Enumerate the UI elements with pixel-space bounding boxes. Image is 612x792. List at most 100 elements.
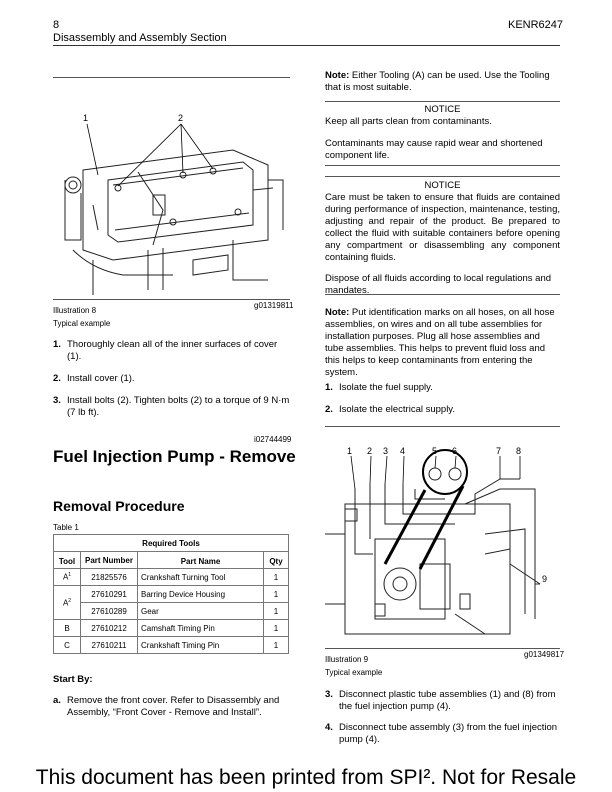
tool-cell: A2 (53, 585, 81, 620)
sub-heading: Removal Procedure (53, 498, 185, 514)
reference-id: i02744499 (254, 435, 292, 444)
qty-cell: 1 (263, 636, 289, 654)
table-row: B 27610212 Camshaft Timing Pin 1 (53, 619, 289, 637)
note-text: Put identification marks on all hoses, o… (325, 307, 555, 378)
note-identification: Note: Put identification marks on all ho… (325, 307, 560, 379)
illustration-8-engine-cover: 1 2 (53, 110, 290, 295)
notice-2: NOTICE Care must be taken to ensure that… (325, 180, 560, 297)
step-text: Thoroughly clean all of the inner surfac… (67, 339, 278, 362)
illustration-9-bottom-rule (325, 648, 560, 649)
notice-1-top-rule (325, 101, 560, 102)
step-1: 1. Isolate the fuel supply. (325, 382, 560, 394)
illustration-9-title: Illustration 9 (325, 655, 369, 664)
qty-cell: 1 (263, 568, 289, 586)
step-4: 4. Disconnect tube assembly (3) from the… (325, 722, 560, 746)
part-name-cell: Crankshaft Timing Pin (137, 636, 264, 654)
step-text: Install cover (1). (67, 373, 135, 384)
part-number-cell: 27610211 (80, 636, 138, 654)
illustration-8-title: Illustration 8 (53, 306, 97, 315)
step-number: 3. (53, 395, 61, 406)
document-id: KENR6247 (508, 19, 564, 31)
notice-text: Care must be taken to ensure that fluids… (325, 192, 560, 263)
illus8-callout-2: 2 (178, 113, 183, 123)
illus9-callout-9: 9 (542, 574, 547, 584)
part-number-cell: 27610212 (80, 619, 138, 637)
step-text: Install bolts (2). Tighten bolts (2) to … (67, 395, 290, 418)
step-text: Isolate the electrical supply. (339, 404, 455, 415)
start-by-label: Start By: (53, 674, 93, 685)
right-steps: 1. Isolate the fuel supply. 2. Isolate t… (325, 382, 560, 416)
illus9-callout-4: 4 (400, 446, 405, 456)
footer-watermark: This document has been printed from SPI²… (35, 766, 577, 789)
required-tools-table: Required Tools Tool Part Number Part Nam… (53, 534, 289, 654)
illustration-bottom-rule (53, 299, 290, 300)
left-steps: 1. Thoroughly clean all of the inner sur… (53, 339, 290, 419)
part-name-cell: Camshaft Timing Pin (137, 619, 264, 637)
step-number: 1. (53, 339, 61, 350)
part-number-cell: 27610289 (80, 602, 138, 620)
header-rule (53, 45, 560, 46)
illustration-top-rule (53, 77, 290, 78)
table-row: A1 21825576 Crankshaft Turning Tool 1 (53, 568, 289, 586)
table-row: 27610289 Gear 1 (54, 602, 289, 620)
tool-cell: A1 (53, 568, 81, 586)
step-2: 2. Isolate the electrical supply. (325, 404, 560, 416)
table-header-qty: Qty (263, 551, 289, 569)
part-name-cell: Barring Device Housing (137, 585, 264, 603)
step-number: 1. (325, 382, 333, 393)
illus9-callout-3: 3 (383, 446, 388, 456)
step-number: 2. (53, 373, 61, 384)
illustration-9-id: g01349817 (524, 650, 565, 659)
illus8-callout-1: 1 (83, 113, 88, 123)
step-2: 2. Install cover (1). (53, 373, 290, 385)
notice-title: NOTICE (424, 104, 461, 115)
table-header-part-name: Part Name (137, 551, 264, 569)
notice-1-bottom-rule (325, 165, 560, 166)
illus9-callout-2: 2 (367, 446, 372, 456)
illustration-8-caption: Typical example (53, 319, 111, 328)
notice-title: NOTICE (424, 180, 461, 191)
illus9-callout-1: 1 (347, 446, 352, 456)
qty-cell: 1 (263, 585, 289, 603)
tool-cell: B (53, 619, 81, 637)
table-label: Table 1 (53, 523, 79, 532)
illus9-callout-7: 7 (496, 446, 501, 456)
section-heading: Fuel Injection Pump - Remove (53, 447, 296, 466)
illustration-9-fuel-pump: 1 2 3 4 5 6 7 8 9 (325, 444, 560, 644)
table-header-part-number: Part Number (80, 551, 138, 569)
start-step-a: a. Remove the front cover. Refer to Disa… (53, 695, 290, 719)
illustration-9-caption: Typical example (325, 668, 383, 677)
illustration-9-top-rule (325, 426, 560, 427)
step-3: 3. Install bolts (2). Tighten bolts (2) … (53, 395, 290, 419)
tool-cell: C (53, 636, 81, 654)
illustration-8-id: g01319811 (254, 301, 294, 310)
part-number-cell: 21825576 (80, 568, 138, 586)
note-text: Either Tooling (A) can be used. Use the … (325, 70, 550, 93)
note-label: Note: (325, 307, 350, 318)
right-steps-2: 3. Disconnect plastic tube assemblies (1… (325, 689, 560, 746)
part-name-cell: Gear (137, 602, 264, 620)
part-number-cell: 27610291 (80, 585, 138, 603)
notice-text: Dispose of all fluids according to local… (325, 273, 552, 296)
notice-2-top-rule (325, 176, 560, 177)
step-3: 3. Disconnect plastic tube assemblies (1… (325, 689, 560, 713)
step-number: a. (53, 695, 61, 706)
part-name-cell: Crankshaft Turning Tool (137, 568, 264, 586)
table-row: A2 27610291 Barring Device Housing 1 (53, 585, 289, 620)
illus9-callout-5: 5 (432, 446, 437, 456)
step-text: Isolate the fuel supply. (339, 382, 433, 393)
table-row: C 27610211 Crankshaft Timing Pin 1 (53, 636, 289, 654)
qty-cell: 1 (263, 602, 289, 620)
note-tooling: Note: Either Tooling (A) can be used. Us… (325, 70, 560, 94)
table-title: Required Tools (53, 534, 289, 552)
step-number: 2. (325, 404, 333, 415)
step-number: 3. (325, 689, 333, 700)
step-text: Disconnect plastic tube assemblies (1) a… (339, 689, 556, 712)
table-header-tool: Tool (53, 551, 81, 569)
page-number: 8 (53, 19, 60, 31)
step-number: 4. (325, 722, 333, 733)
qty-cell: 1 (263, 619, 289, 637)
notice-2-bottom-rule (325, 294, 560, 295)
note-label: Note: (325, 70, 350, 81)
notice-text: Contaminants may cause rapid wear and sh… (325, 138, 543, 161)
